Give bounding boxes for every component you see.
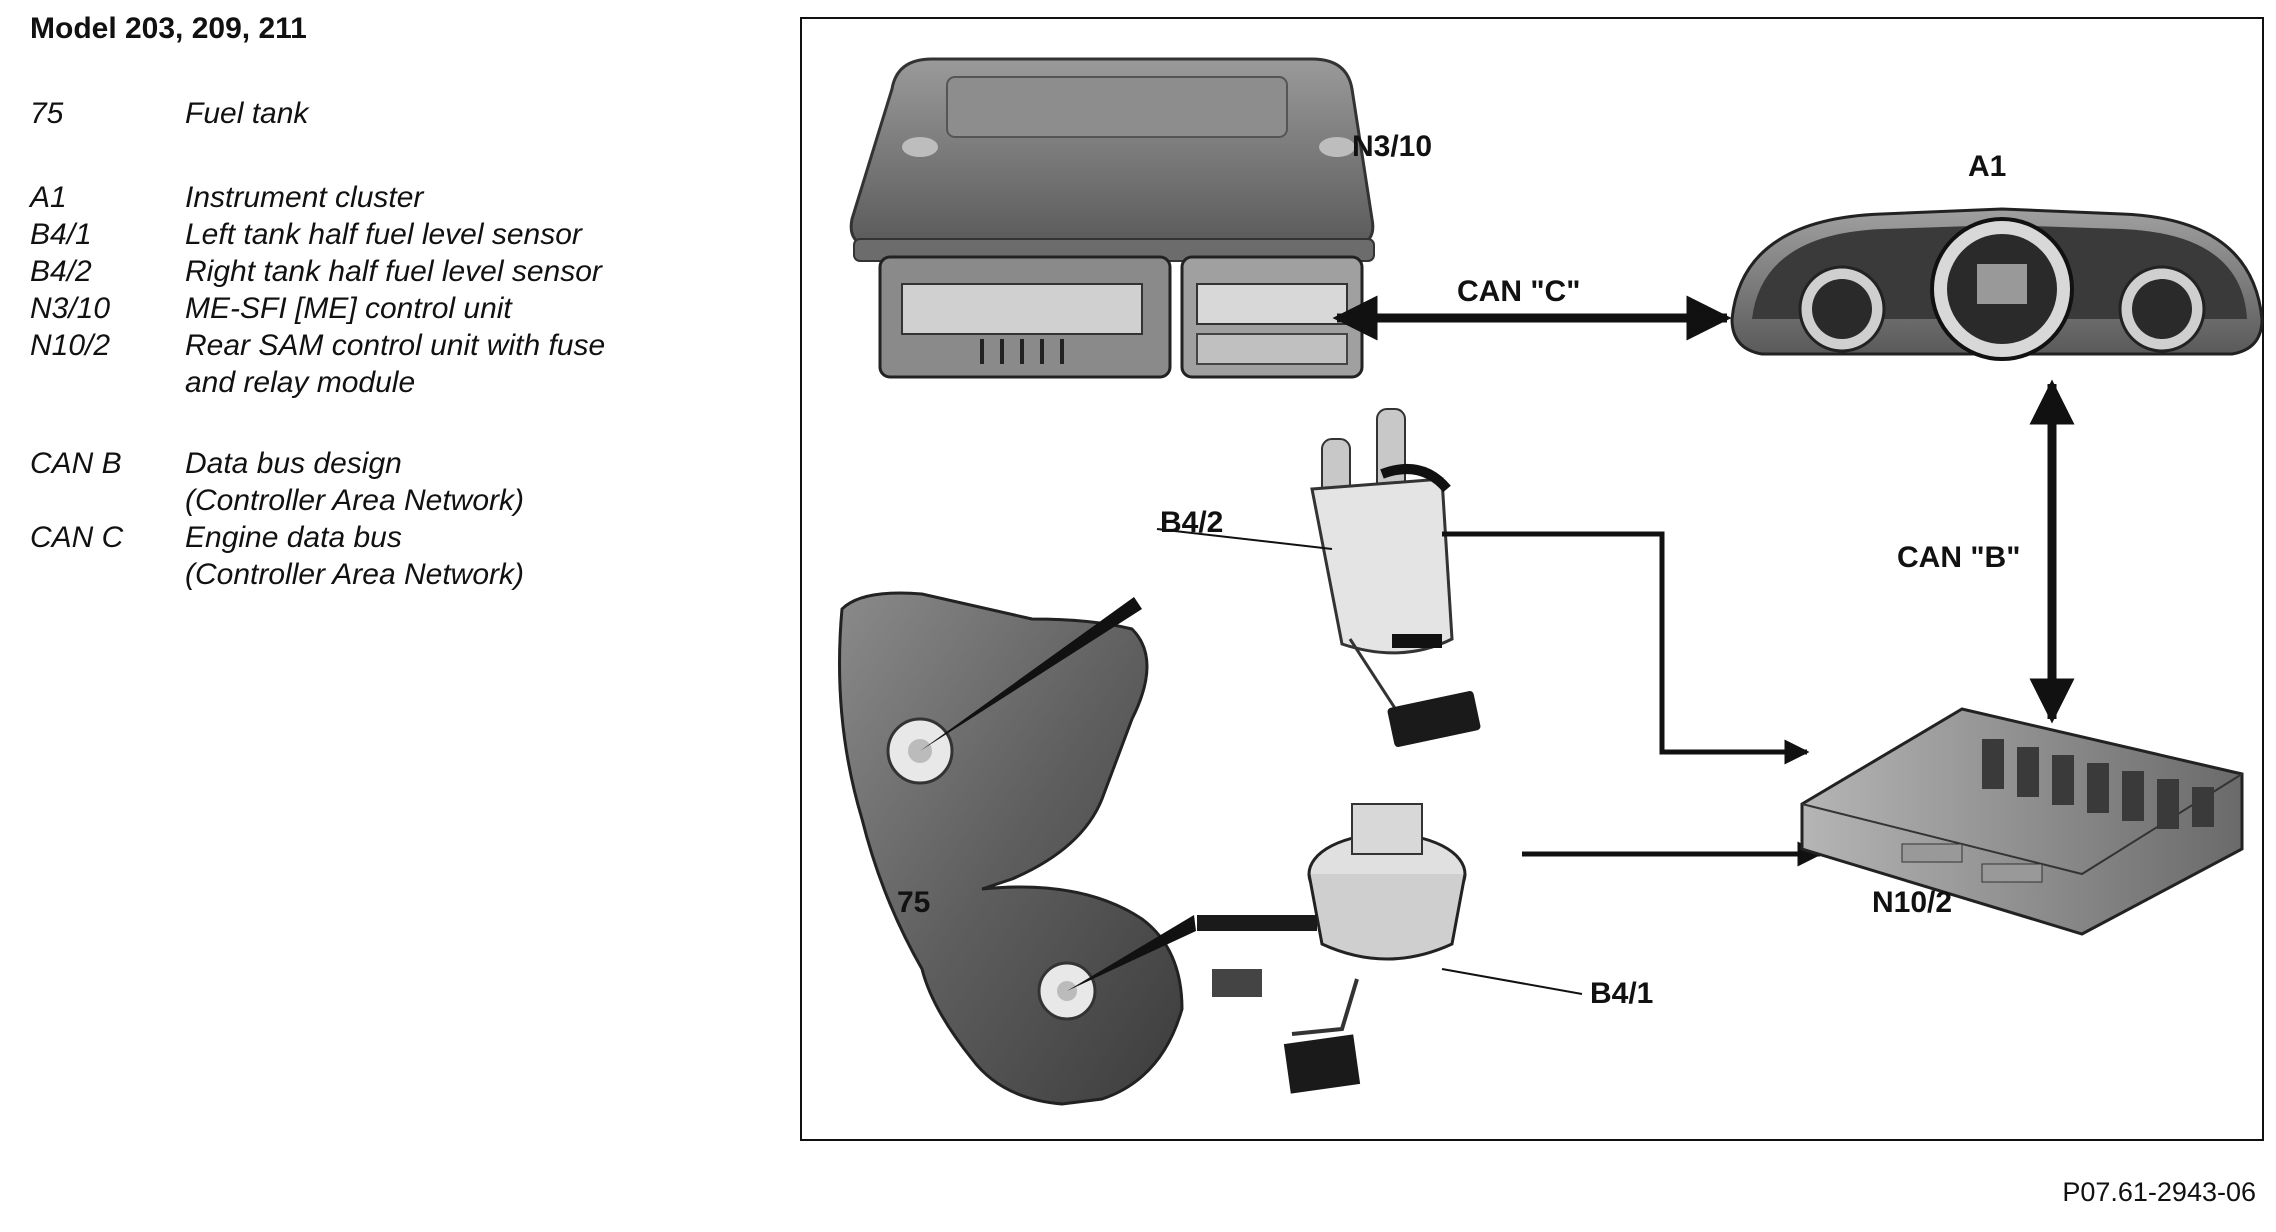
legend-code: 75 [30,97,64,130]
left-tank-sensor-b4-1 [1197,803,1467,1094]
legend-code: CAN C [30,521,124,554]
legend-desc-line: Rear SAM control unit with fuse [185,329,606,362]
legend-desc-line: and relay module [185,366,416,399]
document-reference: P07.61-2943-06 [2062,1177,2256,1207]
b4-2-leader [1156,528,1333,550]
legend-item: B4/1 Left tank half fuel level sensor [30,216,730,253]
legend-desc: Right tank half fuel level sensor [185,255,602,288]
legend-desc: Rear SAM control unit with fuse and rela… [185,327,730,401]
wiring-diagram: N3/10 A1 CAN "C" CAN "B" B4/2 B4/1 75 N1… [838,57,2264,1106]
sam-module-n10-2 [1800,707,2244,936]
b4-2-signal-line [1442,531,1810,765]
legend-item: CAN B Data bus design (Controller Area N… [30,445,730,519]
legend-desc: ME-SFI [ME] control unit [185,292,512,325]
label-n10-2: N10/2 [1872,886,1952,919]
legend-desc: Engine data bus (Controller Area Network… [185,519,730,593]
control-unit-n3-10 [849,57,1375,379]
legend-desc: Fuel tank [185,97,309,130]
legend-code: N10/2 [30,329,111,362]
legend-desc-line: Engine data bus [185,521,402,554]
label-can-c: CAN "C" [1457,275,1580,308]
legend-code: N3/10 [30,292,111,325]
legend-code: A1 [30,181,67,214]
diagram-frame: N3/10 A1 CAN "C" CAN "B" B4/2 B4/1 75 N1… [800,17,2264,1141]
legend-desc-line: (Controller Area Network) [185,484,524,517]
label-b4-2: B4/2 [1160,506,1223,539]
legend-item: N3/10 ME-SFI [ME] control unit [30,290,730,327]
legend-code: CAN B [30,447,122,480]
legend-code: B4/2 [30,255,92,288]
legend-desc-line: (Controller Area Network) [185,558,524,591]
page-title: Model 203, 209, 211 [30,12,307,45]
legend-item: A1 Instrument cluster [30,179,730,216]
legend-desc: Instrument cluster [185,181,424,214]
legend-code: B4/1 [30,218,92,251]
b4-1-leader [1441,968,1583,995]
legend: 75 Fuel tank A1 Instrument cluster B4/1 … [30,95,730,593]
legend-desc-line: Data bus design [185,447,402,480]
right-tank-sensor-b4-2 [1310,408,1481,747]
fuel-tank-75 [838,591,1196,1106]
legend-desc: Left tank half fuel level sensor [185,218,582,251]
label-n3-10: N3/10 [1352,130,1432,163]
label-75: 75 [897,886,930,919]
legend-desc: Data bus design (Controller Area Network… [185,445,730,519]
label-a1: A1 [1968,150,2006,183]
legend-item: CAN C Engine data bus (Controller Area N… [30,519,730,593]
instrument-cluster-a1 [1730,207,2264,361]
legend-item: N10/2 Rear SAM control unit with fuse an… [30,327,730,401]
legend-item: 75 Fuel tank [30,95,730,132]
label-can-b: CAN "B" [1897,541,2020,574]
legend-item: B4/2 Right tank half fuel level sensor [30,253,730,290]
label-b4-1: B4/1 [1590,977,1653,1010]
